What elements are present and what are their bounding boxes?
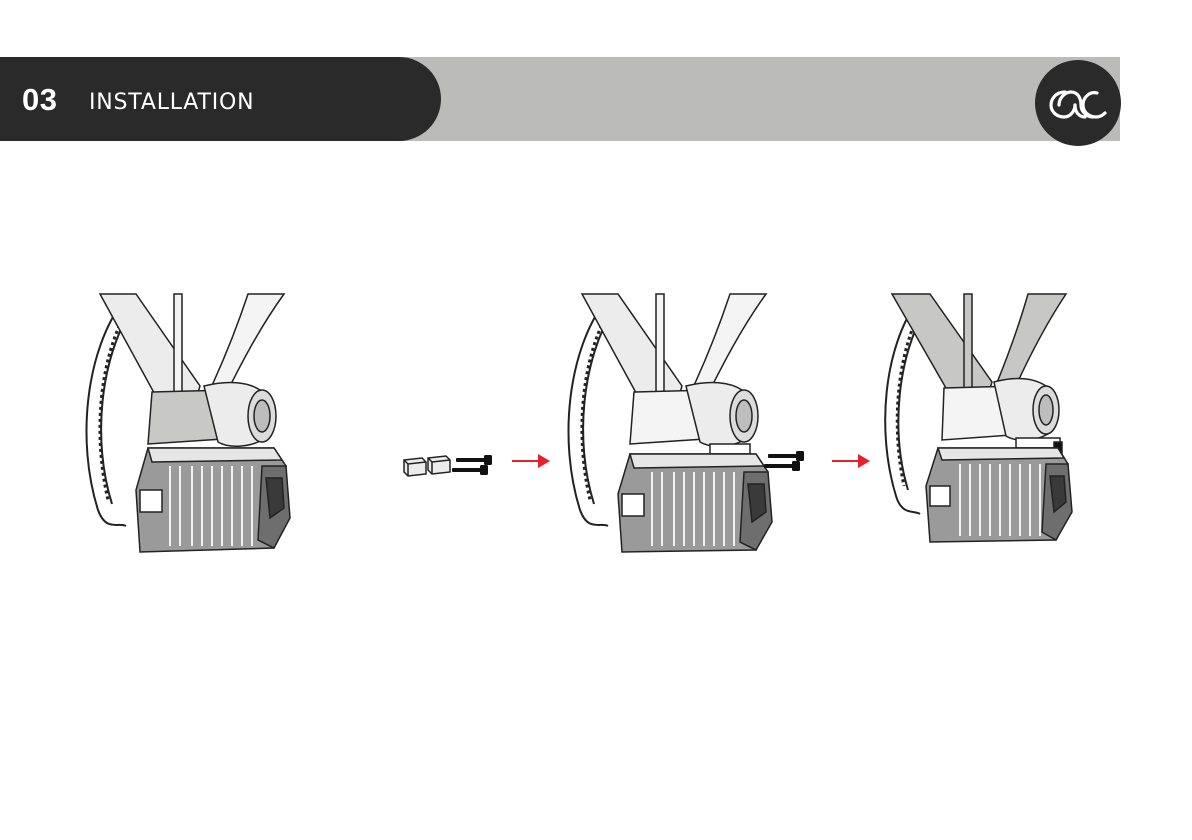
step-2-illustration [560,290,782,558]
brand-logo-icon [1035,60,1121,146]
step-1-illustration [78,290,300,558]
bike-frame-icon [100,294,284,446]
bike-frame-icon [892,294,1066,454]
section-number: 03 [22,84,57,115]
motor-unit-icon [136,448,290,552]
section-title: INSTALLATION [89,92,254,114]
arrow-2-icon [830,452,872,470]
arrow-1-icon [510,452,552,470]
spacer-bolts-icon [400,448,496,480]
step-3-illustration [878,290,1078,548]
bolts-icon [760,450,808,474]
bike-frame-icon [582,294,766,454]
motor-unit-icon [926,448,1072,542]
motor-unit-icon [618,454,772,552]
